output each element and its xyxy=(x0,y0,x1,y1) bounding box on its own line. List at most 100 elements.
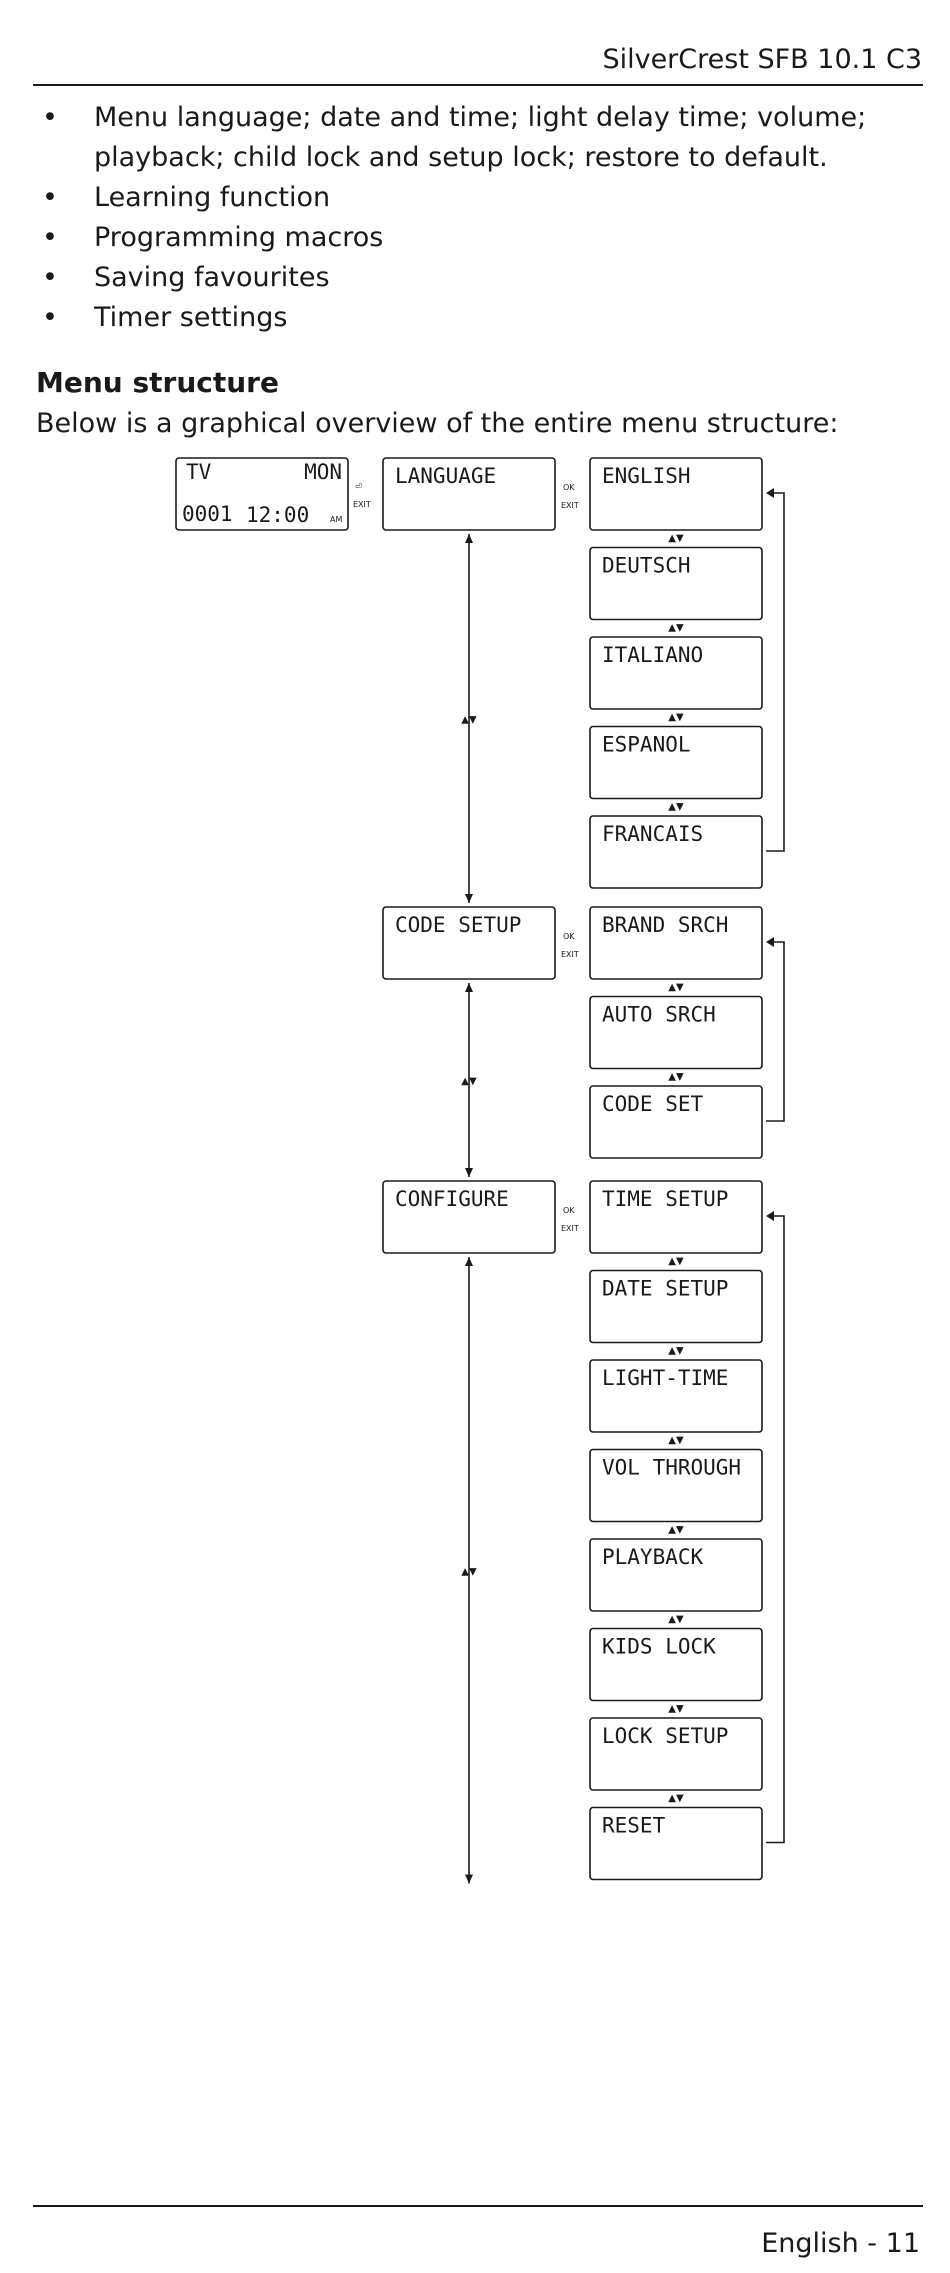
bullet: • xyxy=(42,262,58,293)
submenu-box-label: PLAYBACK xyxy=(602,1545,704,1569)
updown-arrow-icon: ▲▼ xyxy=(668,1072,684,1083)
updown-arrow-icon: ▲▼ xyxy=(461,1076,477,1087)
connector-arrowhead xyxy=(465,894,473,903)
submenu-box-label: ESPANOL xyxy=(602,733,691,757)
list-item: • Saving favourites xyxy=(36,258,926,298)
updown-arrow-icon: ▲▼ xyxy=(668,533,684,544)
wraparound-line xyxy=(766,492,785,852)
updown-arrow-icon: ▲▼ xyxy=(668,982,684,993)
wraparound-arrowhead xyxy=(766,937,774,947)
exit-key-label: EXIT xyxy=(561,1224,579,1233)
connector-arrowhead xyxy=(465,1168,473,1177)
list-item: • Menu language; date and time; light del… xyxy=(36,98,926,178)
exit-key-label: EXIT xyxy=(561,950,579,959)
updown-arrow-icon: ▲▼ xyxy=(668,1525,684,1536)
updown-arrow-icon: ▲▼ xyxy=(668,623,684,634)
section-intro: Below is a graphical overview of the ent… xyxy=(36,408,839,439)
submenu-box-label: LIGHT-TIME xyxy=(602,1366,728,1390)
connector-arrowhead xyxy=(465,534,473,543)
menu-box xyxy=(382,1180,556,1254)
updown-arrow-icon: ▲▼ xyxy=(668,1346,684,1357)
submenu-box xyxy=(589,906,763,980)
page-header-title: SilverCrest SFB 10.1 C3 xyxy=(602,44,922,75)
exit-key-label: EXIT xyxy=(353,500,371,509)
lcd-code-label: 0001 xyxy=(182,502,233,526)
submenu-box xyxy=(589,815,763,889)
submenu-box xyxy=(589,1538,763,1612)
menu-box-label: LANGUAGE xyxy=(395,464,496,488)
submenu-box xyxy=(589,995,763,1070)
submenu-box xyxy=(589,1085,763,1159)
ok-key-label: OK xyxy=(563,932,575,941)
ok-key-label: OK xyxy=(563,1206,575,1215)
submenu-box-label: DATE SETUP xyxy=(602,1277,728,1301)
submenu-box xyxy=(589,636,763,710)
submenu-box-label: KIDS LOCK xyxy=(602,1635,716,1659)
lcd-day-label: MON xyxy=(304,460,342,484)
list-item-text: Learning function xyxy=(94,182,331,213)
lcd-mode-label: TV xyxy=(186,460,212,484)
footer-rule xyxy=(33,2205,923,2207)
section-title: Menu structure xyxy=(36,366,279,399)
lcd-display-box xyxy=(175,457,349,531)
submenu-box-label: BRAND SRCH xyxy=(602,913,728,937)
footer-page-label: English - 11 xyxy=(761,2228,920,2259)
updown-arrow-icon: ▲▼ xyxy=(668,1256,684,1267)
list-item-text: Programming macros xyxy=(94,222,384,253)
enter-key-symbol: ⏎ xyxy=(355,482,362,491)
wraparound-line xyxy=(766,1215,785,1844)
submenu-box-label: ENGLISH xyxy=(602,464,691,488)
list-item: • Learning function xyxy=(36,178,926,218)
submenu-box xyxy=(589,1180,763,1254)
submenu-box-label: FRANCAIS xyxy=(602,822,703,846)
lcd-time-label: 12:00 xyxy=(246,503,309,527)
header-rule xyxy=(33,84,923,86)
wraparound-arrowhead xyxy=(766,488,774,498)
feature-list: • Menu language; date and time; light del… xyxy=(36,98,926,338)
submenu-box xyxy=(589,1627,763,1702)
submenu-box-label: TIME SETUP xyxy=(602,1187,728,1211)
menu-box-label: CONFIGURE xyxy=(395,1187,509,1211)
connector-arrowhead xyxy=(465,1874,473,1884)
submenu-box xyxy=(589,1269,763,1344)
submenu-box-label: AUTO SRCH xyxy=(602,1003,716,1027)
updown-arrow-icon: ▲▼ xyxy=(668,712,684,723)
submenu-box xyxy=(589,546,763,621)
submenu-box-label: LOCK SETUP xyxy=(602,1724,728,1748)
ok-key-label: OK xyxy=(563,483,575,492)
submenu-box xyxy=(589,457,763,531)
connector-arrowhead xyxy=(465,983,473,992)
submenu-box xyxy=(589,1359,763,1433)
exit-key-label: EXIT xyxy=(561,501,579,510)
list-item: • Timer settings xyxy=(36,298,926,338)
wraparound-arrowhead xyxy=(766,1211,774,1221)
submenu-box-label: CODE SET xyxy=(602,1092,704,1116)
submenu-box xyxy=(589,1806,763,1881)
wraparound-line xyxy=(766,941,785,1122)
updown-arrow-icon: ▲▼ xyxy=(668,1793,684,1804)
updown-arrow-icon: ▲▼ xyxy=(461,715,477,726)
list-item-text: Menu language; date and time; light dela… xyxy=(94,102,867,173)
list-item-text: Saving favourites xyxy=(94,262,330,293)
bullet: • xyxy=(42,102,58,133)
bullet: • xyxy=(42,302,58,333)
submenu-box-label: VOL THROUGH xyxy=(602,1456,741,1480)
list-item: • Programming macros xyxy=(36,218,926,258)
submenu-box-label: ITALIANO xyxy=(602,643,703,667)
lcd-ampm-label: AM xyxy=(330,515,342,524)
submenu-box xyxy=(589,1717,763,1791)
submenu-box-label: DEUTSCH xyxy=(602,554,691,578)
menu-box-label: CODE SETUP xyxy=(395,913,521,937)
updown-arrow-icon: ▲▼ xyxy=(461,1566,477,1577)
bullet: • xyxy=(42,182,58,213)
submenu-box xyxy=(589,1448,763,1523)
updown-arrow-icon: ▲▼ xyxy=(668,1704,684,1715)
bullet: • xyxy=(42,222,58,253)
updown-arrow-icon: ▲▼ xyxy=(668,802,684,813)
menu-box xyxy=(382,906,556,980)
submenu-box xyxy=(589,725,763,800)
list-item-text: Timer settings xyxy=(94,302,288,333)
updown-arrow-icon: ▲▼ xyxy=(668,1435,684,1446)
connector-arrowhead xyxy=(465,1257,473,1266)
